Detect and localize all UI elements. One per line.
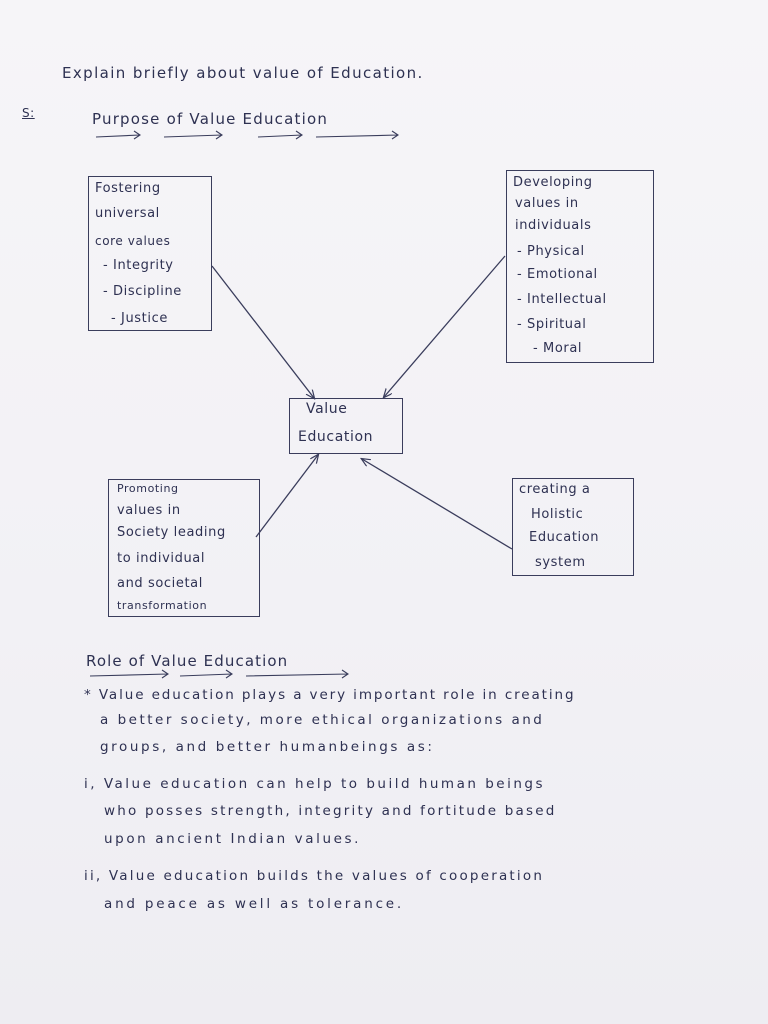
developing-line: - Physical [517, 244, 585, 259]
point-2-line-2: and peace as well as tolerance. [104, 896, 404, 912]
heading-purpose: Purpose of Value Education [92, 110, 329, 128]
box-promoting-values: Promoting values in Society leading to i… [108, 479, 260, 617]
arrow-promoting-to-center [255, 455, 318, 538]
point-2-line-1: ii, Value education builds the values of… [84, 868, 545, 884]
center-box-line-2: Education [298, 429, 374, 445]
fostering-line: universal [95, 206, 160, 221]
promoting-line: Promoting [117, 482, 179, 495]
heading-role: Role of Value Education [86, 652, 289, 670]
promoting-line: values in [117, 503, 181, 518]
point-1-line-1: i, Value education can help to build hum… [84, 776, 545, 792]
box-fostering-core-values: Fostering universal core values - Integr… [88, 176, 212, 331]
promoting-line: and societal [117, 576, 203, 591]
promoting-line: Society leading [117, 525, 226, 540]
arrow-developing-to-center [384, 255, 506, 397]
role-intro-line-3: groups, and better humanbeings as: [100, 739, 435, 755]
holistic-line: Education [529, 530, 600, 545]
fostering-line: - Justice [111, 311, 168, 326]
role-intro-line-2: a better society, more ethical organizat… [100, 712, 545, 728]
fostering-line: core values [95, 234, 171, 248]
arrow-holistic-to-center [362, 459, 513, 550]
developing-line: Developing [513, 175, 593, 190]
role-intro-line-1: * Value education plays a very important… [84, 687, 576, 703]
fostering-line: - Discipline [103, 284, 182, 299]
developing-line: - Spiritual [517, 317, 587, 332]
developing-line: - Intellectual [517, 292, 607, 307]
point-1-line-3: upon ancient Indian values. [104, 831, 362, 847]
developing-line: individuals [515, 218, 592, 233]
question-text: Explain briefly about value of Education… [62, 64, 424, 82]
box-holistic-system: creating a Holistic Education system [512, 478, 634, 576]
holistic-line: creating a [519, 482, 591, 497]
answer-marker: S: [22, 106, 35, 120]
holistic-line: system [535, 555, 586, 570]
role-underline-arrows [89, 669, 349, 679]
promoting-line: transformation [117, 599, 208, 612]
box-developing-values: Developing values in individuals - Physi… [506, 170, 654, 363]
developing-line: - Moral [533, 341, 583, 356]
holistic-line: Holistic [531, 507, 584, 522]
center-box-value-education: Value Education [289, 398, 403, 454]
fostering-line: - Integrity [103, 258, 174, 273]
arrow-fostering-to-center [211, 265, 314, 398]
point-1-line-2: who posses strength, integrity and forti… [104, 803, 557, 819]
fostering-line: Fostering [95, 181, 161, 196]
purpose-underline-arrows [95, 130, 399, 140]
developing-line: - Emotional [517, 267, 598, 282]
developing-line: values in [515, 196, 579, 211]
center-box-line-1: Value [306, 401, 348, 417]
promoting-line: to individual [117, 551, 206, 566]
